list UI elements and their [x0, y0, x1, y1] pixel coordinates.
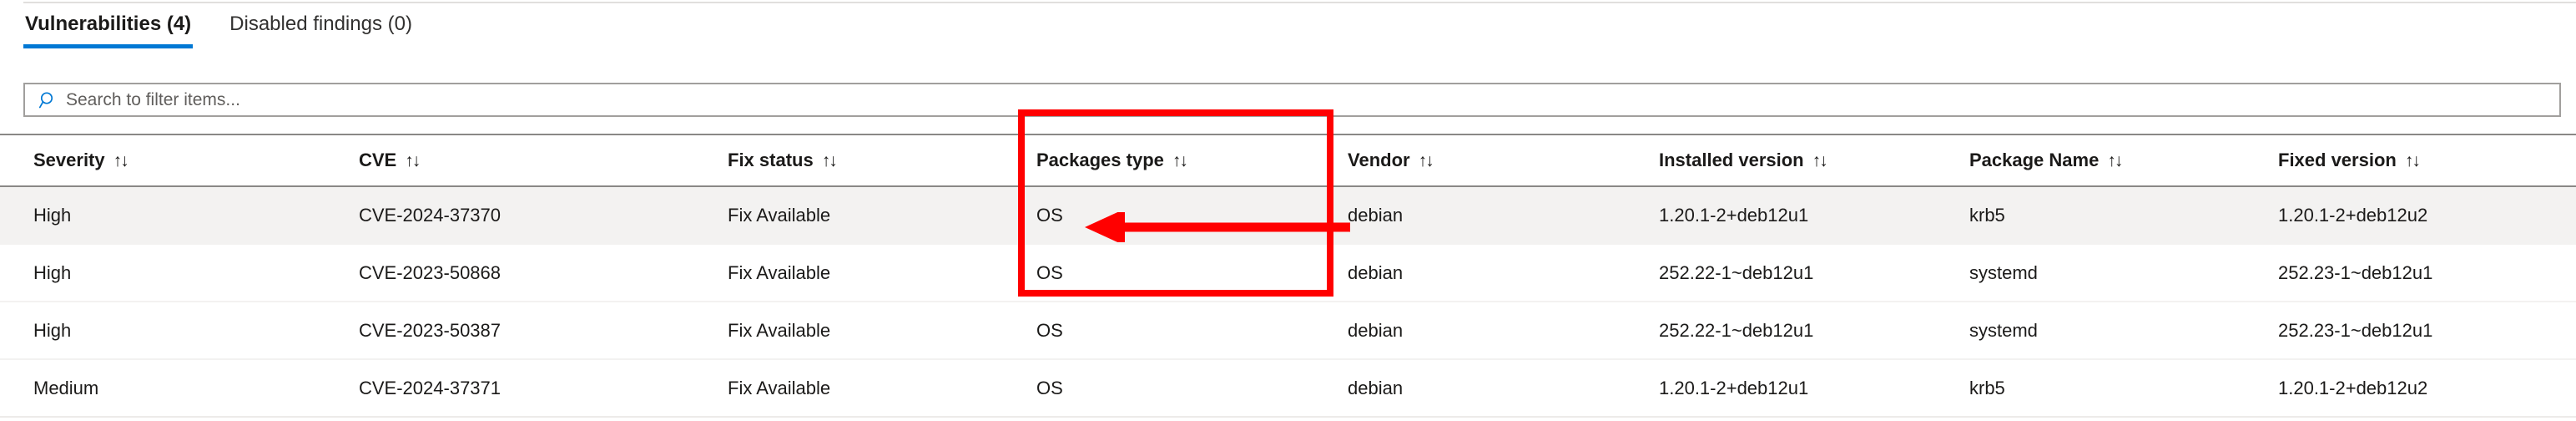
cell-packages-type: OS [1036, 319, 1063, 341]
column-header-package-name[interactable]: Package Name ↑↓ [1969, 150, 2278, 171]
cell-fixed-version: 1.20.1-2+deb12u2 [2278, 377, 2428, 398]
cell-severity: High [33, 204, 72, 226]
cell-packages-type: OS [1036, 261, 1063, 283]
cell-vendor: debian [1348, 204, 1404, 226]
column-header-installed-version[interactable]: Installed version ↑↓ [1659, 150, 1969, 171]
sort-icon-packages-type[interactable]: ↑↓ [1172, 151, 1188, 170]
column-header-severity-label: Severity [33, 150, 105, 170]
cell-cve: CVE-2024-37370 [359, 204, 502, 226]
cell-package-name: krb5 [1969, 204, 2005, 226]
tab-vulnerabilities-label: Vulnerabilities (4) [25, 13, 192, 35]
sort-icon-installed-version[interactable]: ↑↓ [1812, 151, 1828, 170]
column-header-fixed-version[interactable]: Fixed version ↑↓ [2278, 150, 2543, 171]
column-header-packages-type[interactable]: Packages type ↑↓ [1036, 150, 1348, 171]
cell-fixed-version: 1.20.1-2+deb12u2 [2278, 204, 2428, 226]
sort-icon-package-name[interactable]: ↑↓ [2107, 151, 2123, 170]
column-header-fixed-version-label: Fixed version [2278, 150, 2397, 170]
search-input[interactable] [66, 84, 2559, 115]
sort-icon-severity[interactable]: ↑↓ [113, 151, 129, 170]
sort-icon-fixed-version[interactable]: ↑↓ [2404, 151, 2421, 170]
cell-vendor: debian [1348, 261, 1404, 283]
cell-fix-status: Fix Available [728, 319, 831, 341]
cell-vendor: debian [1348, 377, 1404, 398]
cell-fix-status: Fix Available [728, 204, 831, 226]
cell-severity: High [33, 319, 72, 341]
tab-vulnerabilities[interactable]: Vulnerabilities (4) [23, 8, 194, 48]
table-row[interactable]: High CVE-2023-50868 Fix Available OS deb… [0, 245, 2576, 302]
column-header-vendor-label: Vendor [1348, 150, 1410, 170]
tab-disabled-findings-label: Disabled findings (0) [229, 13, 412, 35]
cell-severity: Medium [33, 377, 99, 398]
vulnerabilities-table: Severity ↑↓ CVE ↑↓ Fix status ↑↓ Packages t… [0, 134, 2576, 418]
cell-fix-status: Fix Available [728, 377, 831, 398]
sort-icon-fix-status[interactable]: ↑↓ [821, 151, 838, 170]
cell-package-name: krb5 [1969, 377, 2005, 398]
cell-packages-type: OS [1036, 377, 1063, 398]
tab-disabled-findings[interactable]: Disabled findings (0) [228, 8, 414, 48]
column-header-vendor[interactable]: Vendor ↑↓ [1348, 150, 1659, 171]
cell-package-name: systemd [1969, 319, 2038, 341]
column-header-cve-label: CVE [359, 150, 397, 170]
cell-cve: CVE-2023-50387 [359, 319, 502, 341]
column-header-fix-status[interactable]: Fix status ↑↓ [728, 150, 1036, 171]
column-header-packages-type-label: Packages type [1036, 150, 1164, 170]
cell-severity: High [33, 261, 72, 283]
cell-package-name: systemd [1969, 261, 2038, 283]
table-row[interactable]: High CVE-2024-37370 Fix Available OS deb… [0, 187, 2576, 245]
column-header-fix-status-label: Fix status [728, 150, 814, 170]
cell-packages-type: OS [1036, 204, 1063, 226]
table-row[interactable]: High CVE-2023-50387 Fix Available OS deb… [0, 302, 2576, 360]
cell-installed-version: 1.20.1-2+deb12u1 [1659, 204, 1809, 226]
cell-fixed-version: 252.23-1~deb12u1 [2278, 261, 2433, 283]
sort-icon-cve[interactable]: ↑↓ [405, 151, 421, 170]
cell-installed-version: 252.22-1~deb12u1 [1659, 261, 1814, 283]
search-filter-box[interactable] [23, 83, 2561, 117]
cell-fixed-version: 252.23-1~deb12u1 [2278, 319, 2433, 341]
cell-fix-status: Fix Available [728, 261, 831, 283]
top-divider [23, 2, 2576, 3]
cell-installed-version: 1.20.1-2+deb12u1 [1659, 377, 1809, 398]
column-header-package-name-label: Package Name [1969, 150, 2100, 170]
sort-icon-vendor[interactable]: ↑↓ [1418, 151, 1434, 170]
cell-vendor: debian [1348, 319, 1404, 341]
tab-strip: Vulnerabilities (4) Disabled findings (0… [23, 8, 449, 48]
column-header-severity[interactable]: Severity ↑↓ [0, 150, 359, 171]
column-header-installed-version-label: Installed version [1659, 150, 1804, 170]
cell-cve: CVE-2024-37371 [359, 377, 502, 398]
column-header-cve[interactable]: CVE ↑↓ [359, 150, 728, 171]
table-row[interactable]: Medium CVE-2024-37371 Fix Available OS d… [0, 360, 2576, 418]
table-header-row: Severity ↑↓ CVE ↑↓ Fix status ↑↓ Packages t… [0, 134, 2576, 187]
cell-installed-version: 252.22-1~deb12u1 [1659, 319, 1814, 341]
search-icon [34, 90, 63, 110]
cell-cve: CVE-2023-50868 [359, 261, 502, 283]
